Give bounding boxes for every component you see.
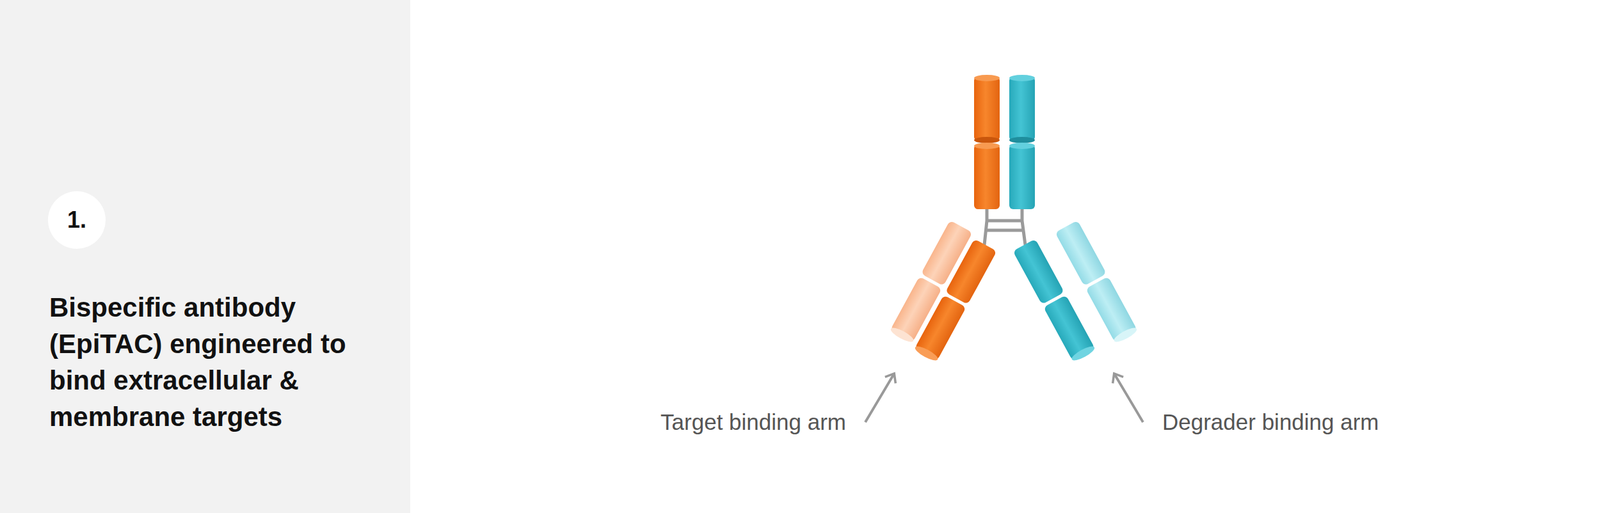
step-number-circle: 1. [48,191,106,249]
side-panel [0,0,411,513]
hinge [984,209,1026,246]
leader-arrow [1114,375,1144,423]
arm-label: Degrader binding arm [1162,408,1380,436]
step-title: Bispecific antibody (EpiTAC) engineered … [49,289,399,436]
callout-number: 1. [67,206,87,234]
fc-heavy-chain-orange [974,74,1000,210]
fc-heavy-chain-teal [1009,74,1035,210]
arm-label: Target binding arm [660,408,847,436]
leader-arrow [865,375,894,423]
heavy-chain-fab-orange [913,238,997,363]
heavy-chain-fab-teal [1012,238,1096,363]
